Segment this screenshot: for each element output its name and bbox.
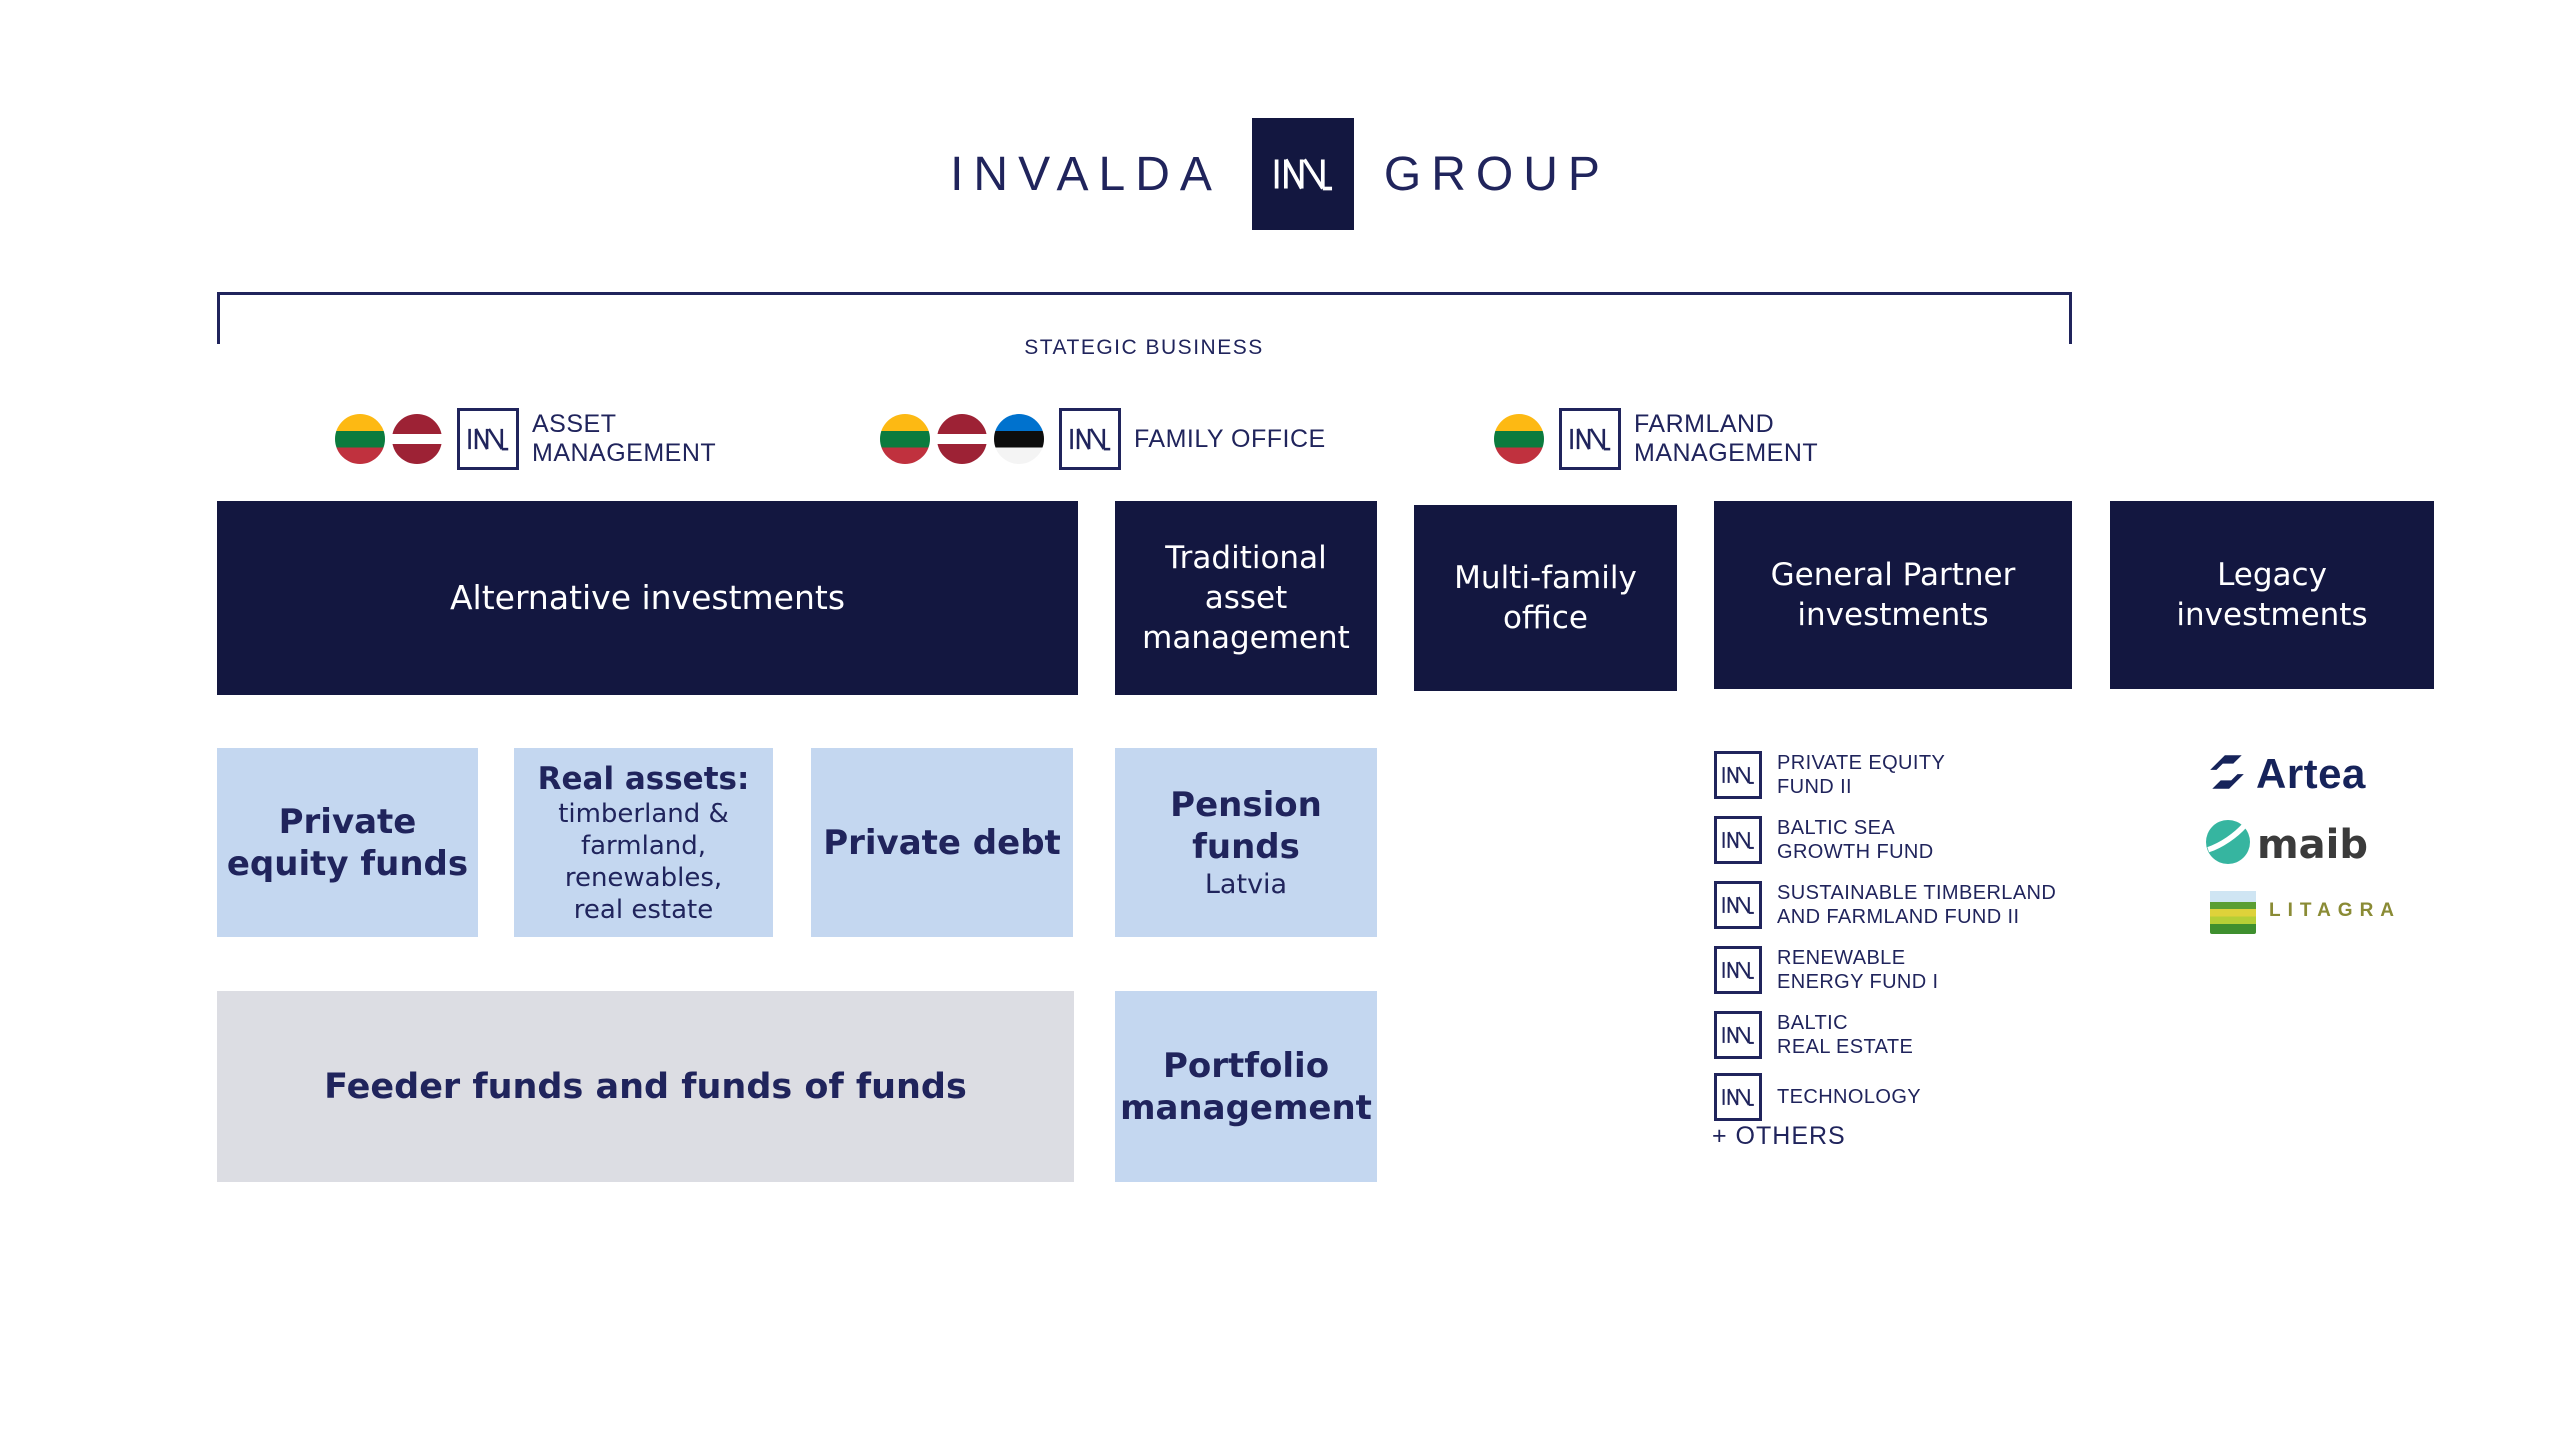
invl-logo-mark-icon (1251, 118, 1354, 230)
pillar-multi-family-office: Multi-family office (1414, 505, 1677, 691)
logo-artea: Artea (2206, 750, 2366, 798)
latvia-flag-icon (392, 414, 442, 464)
gp-others-label: + OTHERS (1712, 1122, 1846, 1150)
invl-square-icon (1714, 816, 1762, 864)
division-label-farmland-management: FARMLAND MANAGEMENT (1634, 410, 1819, 467)
card-private-debt: Private debt (811, 748, 1073, 937)
artea-icon (2206, 751, 2248, 798)
invl-square-icon (1059, 408, 1121, 470)
card-pension-funds: Pension funds Latvia (1115, 748, 1377, 937)
invl-square-icon (1559, 408, 1621, 470)
card-feeder-funds: Feeder funds and funds of funds (217, 991, 1074, 1182)
invl-square-icon (1714, 1011, 1762, 1059)
lithuania-flag-icon (1494, 414, 1544, 464)
pillar-alternative-investments: Alternative investments (217, 501, 1078, 695)
division-farmland-management: FARMLAND MANAGEMENT (1494, 408, 1818, 470)
lithuania-flag-icon (880, 414, 930, 464)
invl-square-icon (1714, 946, 1762, 994)
card-real-assets: Real assets: timberland & farmland, rene… (514, 748, 773, 937)
logo-maib: maib (2206, 820, 2368, 869)
maib-icon (2206, 820, 2250, 869)
logo-word-group: GROUP (1383, 147, 1610, 201)
division-asset-management: ASSET MANAGEMENT (335, 408, 716, 470)
latvia-flag-icon (937, 414, 987, 464)
pillar-traditional-asset-management: Traditional asset management (1115, 501, 1377, 695)
strategic-business-label: STATEGIC BUSINESS (1024, 336, 1264, 359)
division-label-asset-management: ASSET MANAGEMENT (532, 410, 717, 467)
pillar-general-partner-investments: General Partner investments (1714, 501, 2072, 689)
card-private-equity-funds: Private equity funds (217, 748, 478, 937)
pillar-legacy-investments: Legacy investments (2110, 501, 2434, 689)
logo-litagra: LITAGRA (2210, 888, 2401, 934)
litagra-icon (2210, 888, 2256, 934)
invl-square-icon (457, 408, 519, 470)
division-family-office: FAMILY OFFICE (880, 408, 1326, 470)
fund-technology: TECHNOLOGY (1714, 1073, 1921, 1121)
invl-square-icon (1714, 881, 1762, 929)
invl-square-icon (1714, 1073, 1762, 1121)
strategic-business-bracket (217, 292, 2072, 344)
lithuania-flag-icon (335, 414, 385, 464)
card-portfolio-management: Portfolio management (1115, 991, 1377, 1182)
invl-square-icon (1714, 751, 1762, 799)
division-label-family-office: FAMILY OFFICE (1134, 424, 1326, 453)
estonia-flag-icon (994, 414, 1044, 464)
invalda-group-logo: INVALDA GROUP (0, 118, 2560, 230)
logo-word-invalda: INVALDA (950, 147, 1222, 201)
